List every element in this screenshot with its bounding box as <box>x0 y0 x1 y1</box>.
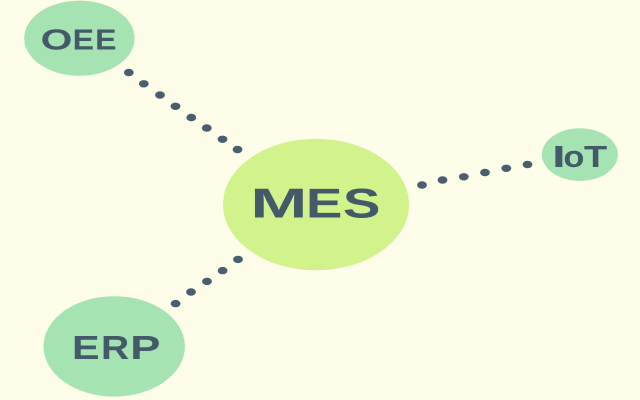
svg-text:R: R <box>101 329 129 366</box>
svg-text:T: T <box>584 140 608 174</box>
svg-text:E: E <box>72 329 100 366</box>
svg-text:S: S <box>343 180 381 227</box>
svg-text:P: P <box>130 329 160 366</box>
svg-text:O: O <box>41 24 73 56</box>
svg-text:E: E <box>73 24 94 56</box>
svg-text:E: E <box>95 24 116 56</box>
svg-text:E: E <box>306 180 342 227</box>
svg-text:M: M <box>250 180 307 227</box>
svg-text:o: o <box>563 140 584 174</box>
svg-text:I: I <box>552 140 566 174</box>
